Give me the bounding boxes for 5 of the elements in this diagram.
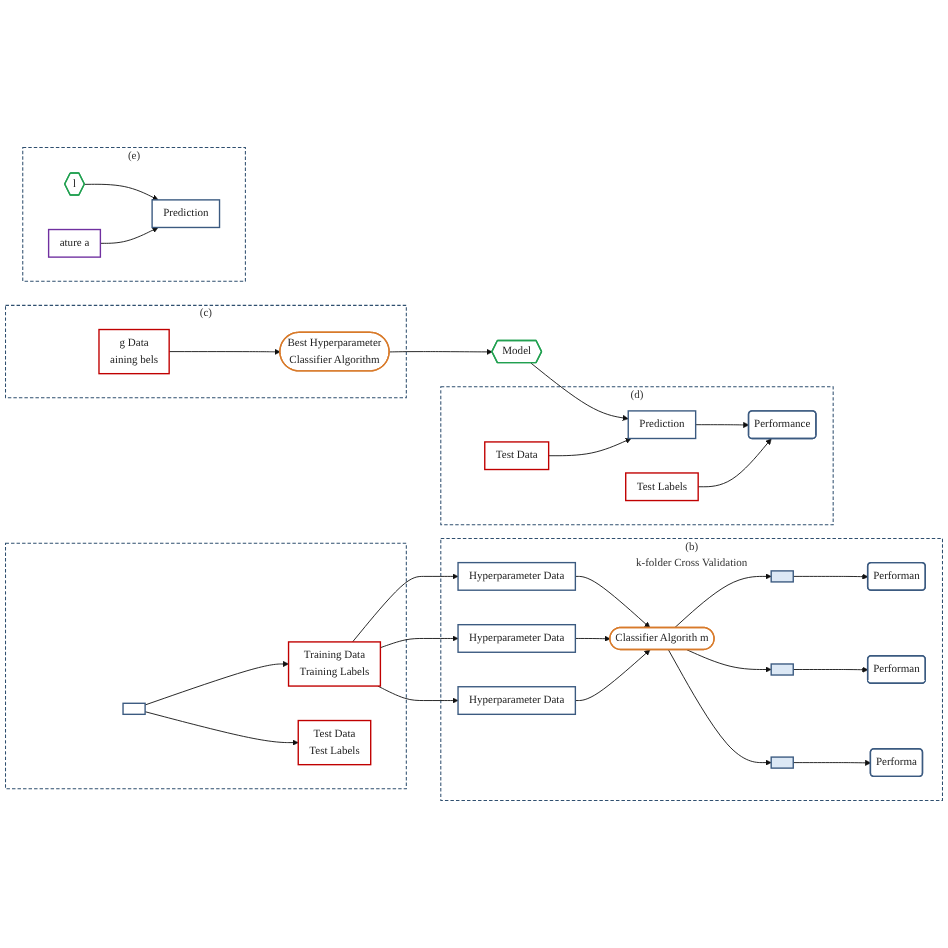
node-box [770,756,794,769]
node-box [770,663,794,676]
node-box [770,570,794,583]
cluster [5,542,407,790]
node-box [122,702,146,716]
